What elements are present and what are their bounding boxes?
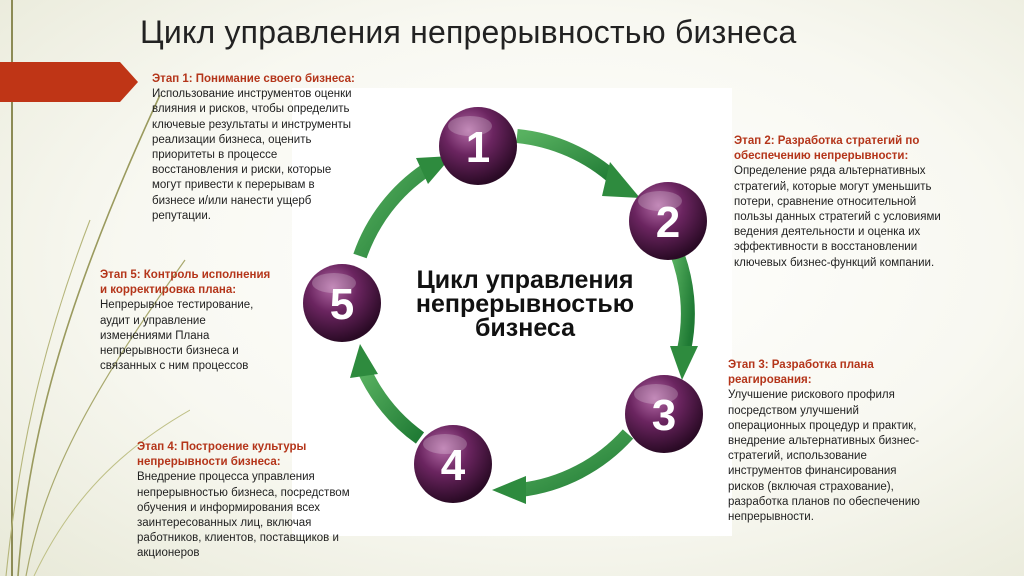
stage-5-body-line: аудит и управление <box>100 314 206 327</box>
stage-5-body-line: изменениями Плана <box>100 329 210 342</box>
stage-4-body-line: Внедрение процесса управления <box>137 471 315 484</box>
stage-4-body: Внедрение процесса управления непрерывно… <box>137 470 407 561</box>
node-4: 4 <box>414 425 492 503</box>
stage-5-heading-line: Этап 5: Контроль исполнения <box>100 269 271 281</box>
stage-4-heading: Этап 4: Построение культуры непрерывност… <box>137 440 407 470</box>
stage-5-body-line: непрерывности бизнеса и <box>100 345 239 358</box>
center-title-line-2: непрерывностью <box>415 290 635 318</box>
stage-2-body-line: пользы данных стратегий с условиями <box>734 211 941 224</box>
stage-3-text: Этап 3: Разработка плана реагирования: У… <box>728 358 1008 525</box>
node-4-label: 4 <box>441 441 466 490</box>
stage-5-body: Непрерывное тестирование, аудит и управл… <box>100 298 300 374</box>
stage-3-heading-line: реагирования: <box>728 374 812 387</box>
arrow-2-to-3 <box>667 243 698 380</box>
stage-1-body-line: репутации. <box>152 209 211 222</box>
stage-3-body-line: Улучшение рискового профиля <box>728 389 895 402</box>
stage-3-body-line: посредством улучшений <box>728 404 859 417</box>
stage-4-heading-line: непрерывности бизнеса: <box>137 456 281 469</box>
arrow-1-to-2 <box>516 129 640 198</box>
node-2: 2 <box>629 182 707 260</box>
stage-2-body: Определение ряда альтернативных стратеги… <box>734 164 1004 270</box>
stage-1-body: Использование инструментов оценки влияни… <box>152 87 402 224</box>
stage-1-body-line: приоритеты в процессе <box>152 149 278 162</box>
stage-3-heading-line: Этап 3: Разработка плана <box>728 359 874 371</box>
stage-3-heading: Этап 3: Разработка плана реагирования: <box>728 358 1008 388</box>
stage-3-body: Улучшение рискового профиля посредством … <box>728 388 1008 525</box>
center-title: Цикл управления непрерывностью бизнеса <box>380 266 670 342</box>
stage-2-heading: Этап 2: Разработка стратегий по обеспече… <box>734 134 1004 164</box>
stage-1-heading-line: Этап 1: Понимание своего бизнеса: <box>152 73 355 85</box>
node-1: 1 <box>439 107 517 185</box>
accent-bar <box>0 62 120 102</box>
stage-1-body-line: Использование инструментов оценки <box>152 88 352 101</box>
slide-title: Цикл управления непрерывностью бизнеса <box>140 14 797 50</box>
stage-5-text: Этап 5: Контроль исполнения и корректиро… <box>100 268 300 374</box>
stage-4-body-line: работников, клиентов, поставщиков и <box>137 532 339 545</box>
stage-2-body-line: ключевых бизнес-функций компании. <box>734 256 935 269</box>
stage-1-body-line: могут привести к перерывам в <box>152 179 315 192</box>
stage-5-heading: Этап 5: Контроль исполнения и корректиро… <box>100 268 300 298</box>
stage-5-heading-line: и корректировка плана: <box>100 284 237 297</box>
arrow-3-to-4 <box>492 429 634 504</box>
cycle-diagram: 1 2 3 4 5 <box>303 107 707 504</box>
stage-2-body-line: стратегий, которые могут уменьшить <box>734 180 932 193</box>
stage-4-heading-line: Этап 4: Построение культуры <box>137 441 307 453</box>
stage-3-body-line: непрерывности. <box>728 511 814 524</box>
stage-4-body-line: заинтересованных лиц, включая <box>137 517 312 530</box>
stage-4-body-line: непрерывностью бизнеса, посредством <box>137 486 350 499</box>
stage-2-body-line: ведения деятельности и оценка их <box>734 226 921 239</box>
stage-3-body-line: стратегий, использование <box>728 450 867 463</box>
stage-3-body-line: внедрение альтернативных бизнес- <box>728 435 920 448</box>
stage-1-text: Этап 1: Понимание своего бизнеса: Исполь… <box>152 72 402 224</box>
stage-4-text: Этап 4: Построение культуры непрерывност… <box>137 440 407 562</box>
stage-5-body-line: связанных с ним процессов <box>100 360 249 373</box>
node-2-label: 2 <box>656 198 680 247</box>
stage-3-body-line: инструментов финансирования <box>728 465 897 478</box>
stage-2-body-line: потери, сравнение относительной <box>734 195 917 208</box>
stage-5-body-line: Непрерывное тестирование, <box>100 299 254 312</box>
stage-2-body-line: Определение ряда альтернативных <box>734 165 926 178</box>
stage-3-body-line: разработка планов по обеспечению <box>728 495 920 508</box>
node-5: 5 <box>303 264 381 342</box>
stage-4-body-line: акционеров <box>137 547 200 560</box>
stage-2-heading-line: обеспечению непрерывности: <box>734 150 909 163</box>
node-3: 3 <box>625 375 703 453</box>
stage-4-body-line: обучения и информирования всех <box>137 501 321 514</box>
stage-2-heading-line: Этап 2: Разработка стратегий по <box>734 135 920 147</box>
center-title-line-3: бизнеса <box>474 314 576 342</box>
stage-1-body-line: бизнесе и/или нанести ущерб <box>152 194 312 207</box>
stage-3-body-line: рисков (включая страхование), <box>728 480 894 493</box>
stage-1-body-line: ключевые результаты и инструменты <box>152 118 352 131</box>
node-5-label: 5 <box>330 280 354 329</box>
node-3-label: 3 <box>652 391 676 440</box>
node-1-label: 1 <box>466 123 490 172</box>
stage-2-text: Этап 2: Разработка стратегий по обеспече… <box>734 134 1004 271</box>
center-title-line-1: Цикл управления <box>416 266 634 294</box>
stage-1-body-line: влияния и рисков, чтобы определить <box>152 103 350 116</box>
arrow-4-to-5 <box>350 344 425 444</box>
accent-arrow <box>120 62 138 102</box>
stage-1-body-line: восстановления и риски, которые <box>152 164 332 177</box>
stage-1-heading: Этап 1: Понимание своего бизнеса: <box>152 72 402 87</box>
stage-2-body-line: эффективности в восстановлении <box>734 241 918 254</box>
stage-1-body-line: реализации бизнеса, оценить <box>152 133 312 146</box>
stage-3-body-line: операционных процедур и практик, <box>728 419 917 432</box>
